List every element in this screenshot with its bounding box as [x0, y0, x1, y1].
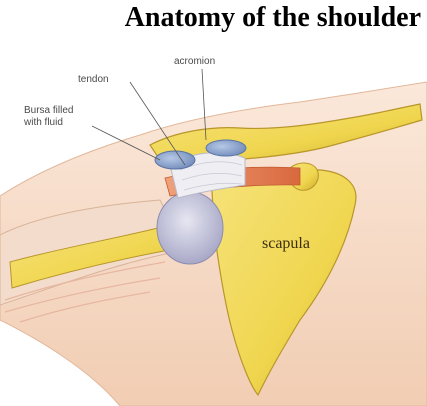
bursa: [155, 151, 195, 169]
bursa-upper: [206, 140, 246, 156]
label-bursa-line1: Bursa filled: [24, 105, 73, 116]
label-bursa-line2: with fluid: [23, 117, 63, 128]
label-acromion: acromion: [174, 56, 215, 67]
humeral-head: [157, 192, 223, 264]
label-scapula: scapula: [262, 235, 310, 252]
label-tendon: tendon: [78, 74, 109, 85]
